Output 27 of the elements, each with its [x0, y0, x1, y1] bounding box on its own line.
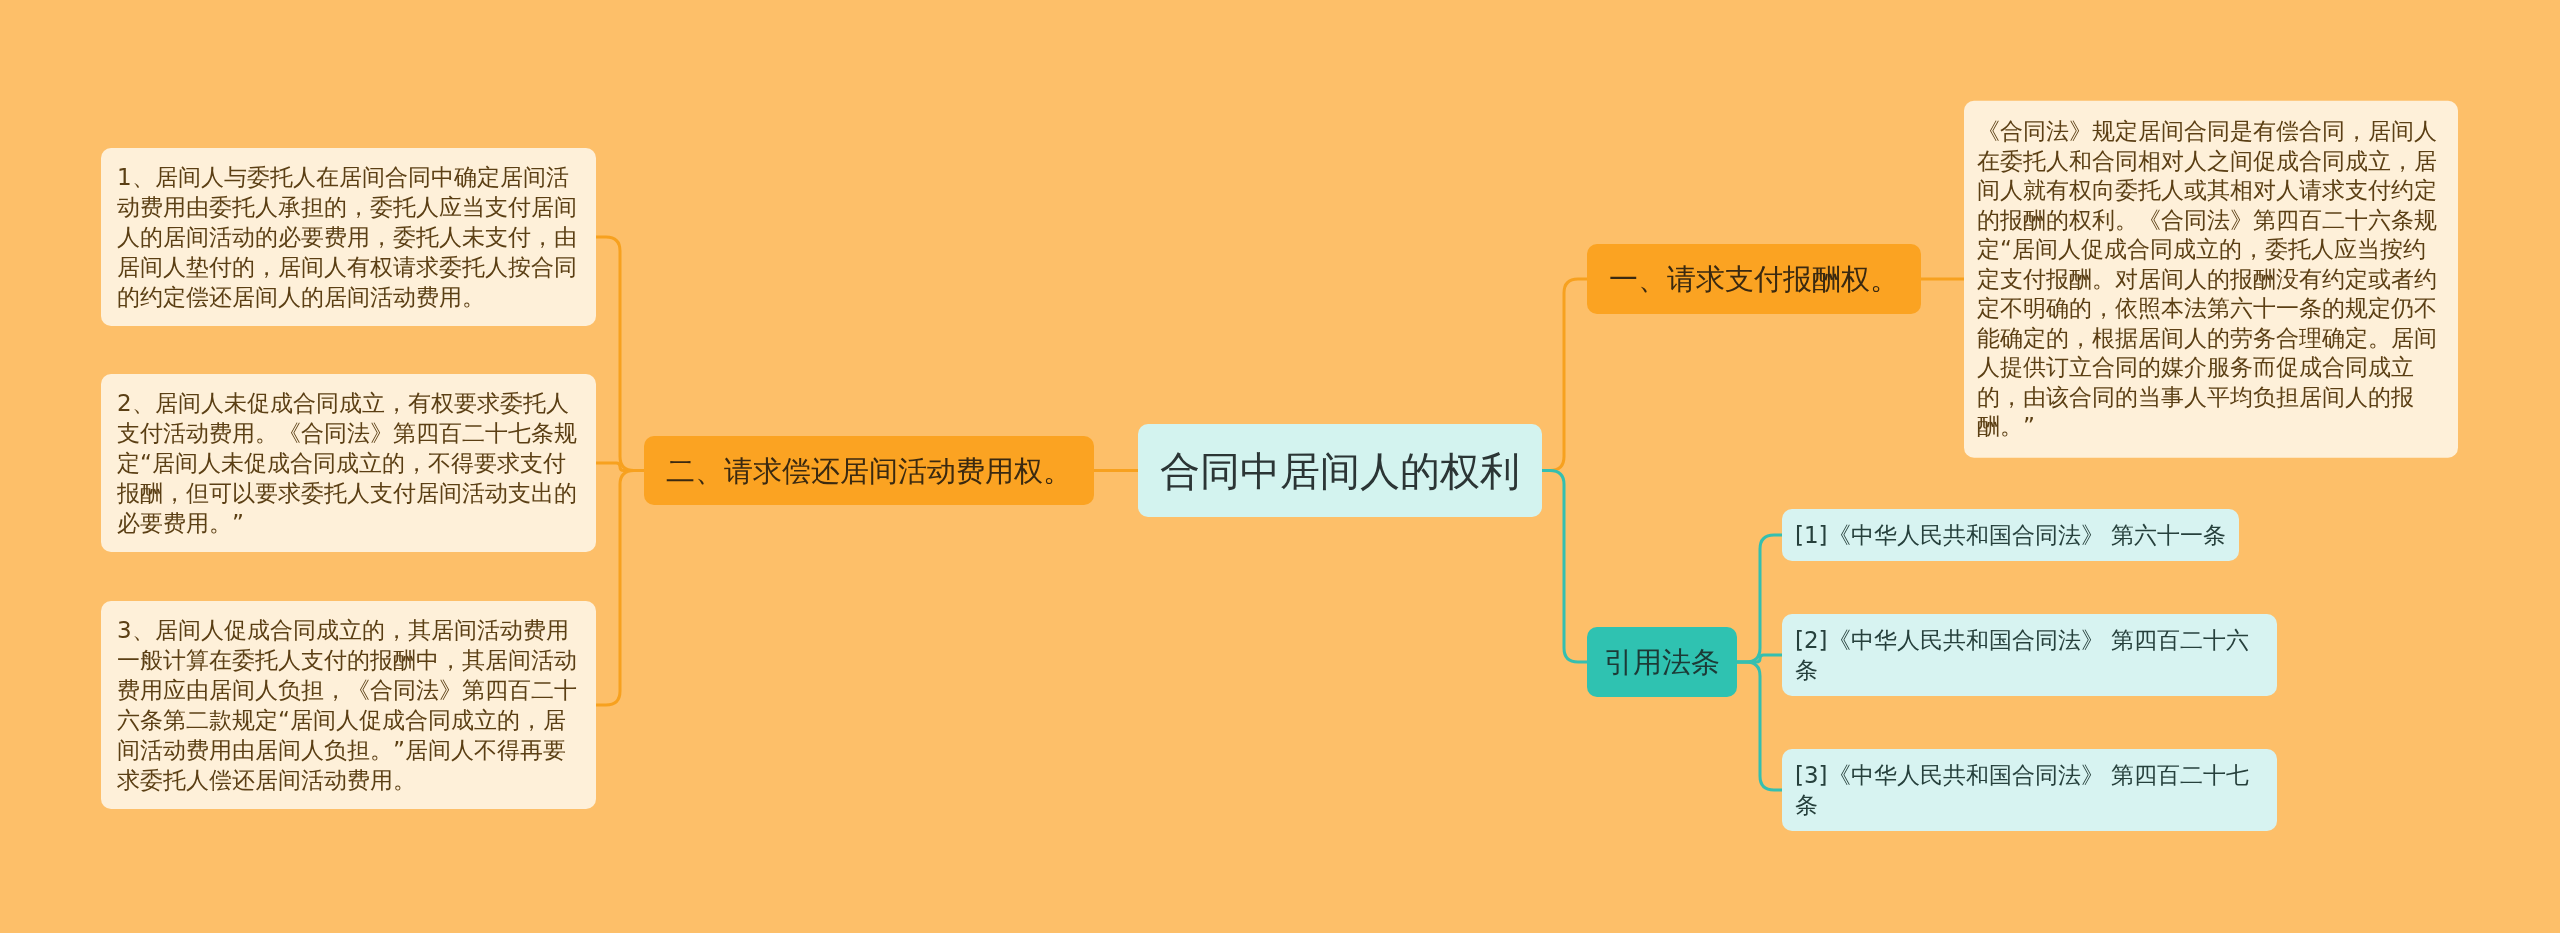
note-text: 1、居间人与委托人在居间合同中确定居间活动费用由委托人承担的，委托人应当支付居间人的居间活动的必要费用，委托人未支付，由居间人垫付的，居间人有权请求委托人按合同的约定偿还居间人的居间活动费用。: [117, 163, 578, 312]
branch-title: 二、请求偿还居间活动费用权。: [666, 452, 1072, 489]
note-text: 2、居间人未促成合同成立，有权要求委托人支付活动费用。《合同法》第四百二十七条规定“居间人未促成合同成立的，不得要求支付报酬，但可以要求委托人支付居间活动支出的必要费用。”: [117, 389, 578, 538]
connector-line: [1094, 469, 1138, 472]
reference-card: [1782, 614, 2277, 696]
branch-title: 一、请求支付报酬权。: [1609, 261, 1899, 297]
branch-box: [1587, 627, 1737, 697]
connector-line: [1737, 660, 1782, 792]
note-card: [101, 601, 596, 809]
reference-card: [1782, 509, 2239, 561]
branch-title: 引用法条: [1604, 644, 1720, 680]
connector-line: [1921, 277, 1964, 281]
note-card: [1964, 100, 2458, 458]
reference-text: [2]《中华人民共和国合同法》 第四百二十六条: [1795, 626, 2250, 685]
topic-box: [1138, 424, 1542, 517]
connector-line: [1542, 469, 1587, 664]
note-card: [101, 374, 596, 552]
note-text: 《合同法》规定居间合同是有偿合同，居间人在委托人和合同相对人之间促成合同成立，居间人就有权向委托人或其相对人请求支付约定的报酬的权利。《合同法》第四百二十六条规定“居间人促成合同成立的，委托人应当按约定支付报酬。对居间人的报酬没有约定或者约定不明确的，依照本法第六十一条的规定仍不能确定的，根据居间人的劳务合理确定。居间人提供订立合同的媒介服务而促成合同成立的，由该合同的当事人平均负担居间人的报酬。”: [1977, 116, 2438, 441]
branch-box: [644, 436, 1094, 505]
branch-box: [1587, 244, 1921, 314]
note-text: 3、居间人促成合同成立的，其居间活动费用一般计算在委托人支付的报酬中，其居间活动费用应由居间人负担，《合同法》第四百二十六条第二款规定“居间人促成合同成立的，居间活动费用由居间人负担。”居间人不得再要求委托人偿还居间活动费用。: [117, 616, 578, 795]
reference-text: [3]《中华人民共和国合同法》 第四百二十七条: [1795, 761, 2250, 820]
reference-card: [1782, 749, 2277, 831]
connector-line: [596, 469, 644, 707]
reference-text: [1]《中华人民共和国合同法》 第六十一条: [1795, 521, 2226, 550]
note-card: [101, 148, 596, 326]
topic-title: 合同中居间人的权利: [1160, 446, 1520, 495]
